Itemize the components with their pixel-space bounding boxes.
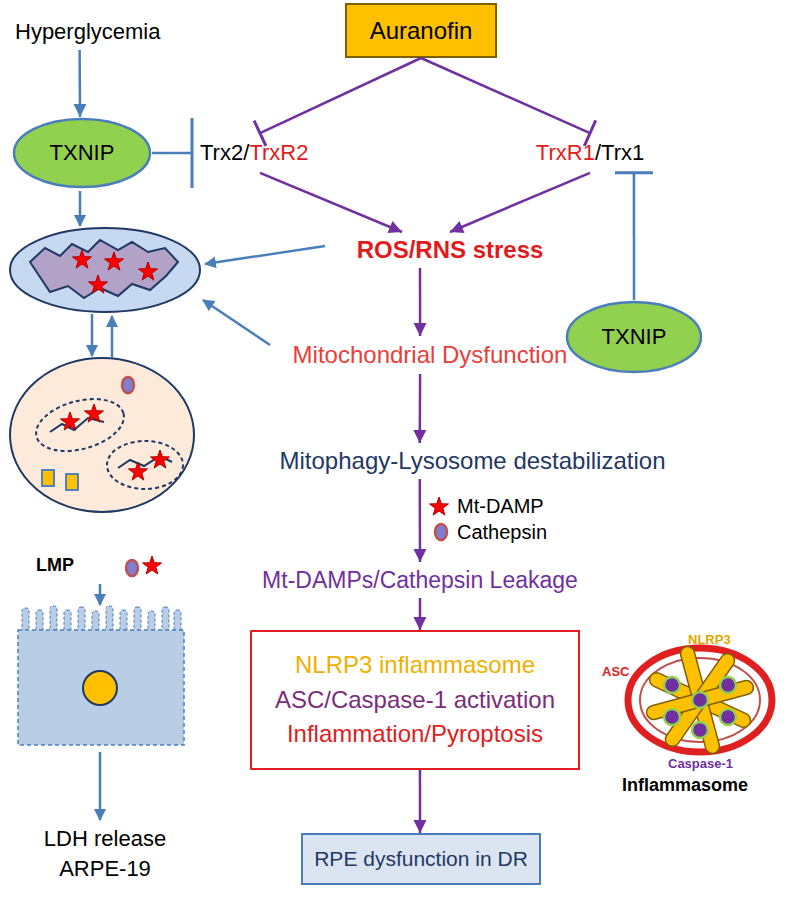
input-label: Hyperglycemia (15, 14, 205, 50)
arrow-head (413, 617, 426, 630)
arrow-head (414, 820, 427, 833)
protein-ellipse: TXNIP (565, 300, 703, 374)
arrow-head (387, 221, 402, 233)
arrow-connector (260, 173, 402, 233)
process-label: ROS/RNS stress (330, 232, 570, 268)
connector-line (419, 268, 422, 336)
inhibition-connector (615, 173, 653, 300)
component-label: ASC (602, 664, 629, 679)
cell-line-label: ARPE-19 (10, 856, 200, 882)
connector-line (419, 479, 422, 562)
lysosome-illustration (10, 358, 194, 576)
legend-swatch (427, 520, 453, 544)
process-label: Mitophagy-Lysosome destabilization (235, 443, 710, 479)
node-text: NLRP3 inflammasome (295, 648, 535, 683)
arrow-connector (413, 479, 426, 562)
inhibition-bar (584, 120, 595, 146)
connector-line (450, 173, 590, 232)
inhibition-bar (254, 121, 266, 146)
inhibition-connector (421, 58, 596, 146)
component-label: NLRP3 (688, 632, 731, 647)
inhibition-bar (191, 118, 194, 188)
node-text: ROS/RNS stress (357, 236, 544, 264)
node-text: TrxR1 (536, 140, 595, 166)
arrow-head (413, 549, 426, 562)
drug-box: Auranofin (345, 3, 497, 58)
inhibition-bar (615, 171, 653, 174)
connector-line (419, 598, 422, 630)
legend-swatch (427, 494, 453, 518)
enzyme-label: Trx2/TrxR2 (192, 135, 328, 171)
readout-label: LDH release (10, 826, 200, 852)
arrow-head (413, 430, 426, 443)
figure-label: Inflammasome (622, 775, 748, 796)
mitochondrion-illustration (10, 228, 200, 312)
process-label: Mt-DAMPs/Cathepsin Leakage (245, 562, 595, 598)
arrow-head (414, 323, 427, 336)
connector-line (633, 173, 636, 300)
component-label: Caspase-1 (668, 756, 733, 771)
inhibition-connector (254, 58, 421, 146)
node-text: TXNIP (50, 140, 115, 166)
connector-line (419, 374, 422, 443)
arrow-head (73, 104, 86, 117)
connector-line (260, 173, 402, 232)
inflammasome-box: NLRP3 inflammasomeASC/Caspase-1 activati… (250, 630, 580, 770)
node-text: ASC/Caspase-1 activation (275, 683, 555, 718)
enzyme-label: TrxR1/Trx1 (520, 135, 660, 171)
connector-line (152, 152, 192, 155)
protein-ellipse: TXNIP (12, 117, 152, 189)
node-text: TXNIP (602, 324, 667, 350)
stage-label: LMP (36, 555, 74, 576)
legend-text: Cathepsin (457, 521, 547, 544)
node-text: /Trx1 (595, 140, 644, 166)
node-text: Auranofin (370, 17, 473, 45)
node-text: Inflammation/Pyroptosis (287, 717, 543, 752)
inflammasome-illustration (628, 645, 772, 755)
outcome-box: RPE dysfunction in DR (301, 833, 541, 885)
arrow-connector (413, 598, 426, 630)
arrow-connector (413, 374, 426, 443)
arrow-connector (73, 50, 86, 117)
node-text: Mitophagy-Lysosome destabilization (280, 447, 666, 475)
arrow-connector (414, 770, 427, 833)
legend-text: Mt-DAMP (457, 495, 544, 518)
legend-item: Cathepsin (427, 520, 547, 544)
node-text: Mt-DAMPs/Cathepsin Leakage (262, 567, 578, 594)
node-text: Trx2/ (200, 140, 249, 166)
node-text: TrxR2 (249, 140, 308, 166)
rpe-cell-illustration (18, 606, 184, 745)
connector-line (260, 58, 421, 133)
connector-line (419, 770, 422, 833)
inhibition-connector (152, 118, 192, 188)
process-label: Mitochondrial Dysfunction (265, 336, 595, 374)
legend-item: Mt-DAMP (427, 494, 544, 518)
arrow-head (450, 221, 465, 233)
node-text: Hyperglycemia (15, 19, 161, 45)
arrow-connector (450, 173, 590, 233)
connector-line (78, 50, 81, 117)
node-text: Mitochondrial Dysfunction (293, 341, 568, 369)
connector-line (421, 58, 590, 133)
arrow-connector (414, 268, 427, 336)
node-text: RPE dysfunction in DR (314, 847, 528, 871)
